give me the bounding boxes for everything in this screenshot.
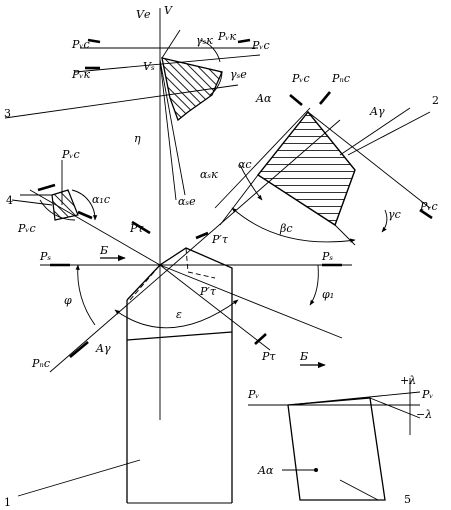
label-pvk-2: Pᵥк — [217, 30, 236, 43]
label-alpha-se: αₛе — [178, 195, 196, 208]
label-a-gamma-top: Aγ — [369, 105, 385, 118]
label-p-tau-prime-top: P′τ — [211, 233, 229, 246]
label-b-left: Б — [99, 244, 108, 257]
label-a-alpha-bottom: Aα — [257, 464, 274, 477]
epsilon-arc — [114, 299, 239, 329]
label-number-4: 4 — [6, 194, 13, 207]
label-number-1: 1 — [4, 496, 11, 509]
aux-cutting-edge-line — [159, 264, 343, 339]
section-2 — [214, 91, 433, 246]
label-pvc-1: Pᵥc — [71, 38, 90, 51]
label-a-alpha: Aα — [255, 92, 272, 105]
label-v: V — [164, 4, 173, 17]
phi-arc — [75, 264, 96, 326]
label-p-tau-left: Pτ — [129, 222, 144, 235]
label-number-3: 3 — [4, 107, 11, 120]
label-phi-1: φ₁ — [322, 288, 334, 301]
label-phi: φ — [64, 294, 72, 307]
label-gamma-sk: γₛк — [196, 34, 213, 47]
label-pvk-1: Pᵥк — [71, 68, 90, 81]
section-3 — [4, 29, 261, 122]
alpha-sk-line — [159, 59, 177, 201]
label-pnc-top: Pₙc — [331, 72, 350, 85]
label-beta-c: βc — [279, 222, 293, 235]
label-p-tau-bottom: Pτ — [261, 350, 276, 363]
leader-2 — [339, 107, 411, 156]
label-alpha-1c: α₁c — [92, 193, 110, 206]
leader-1 — [17, 459, 141, 497]
label-ve: Vе — [136, 8, 151, 21]
leader-4 — [11, 199, 53, 206]
label-vs: Vₛ — [143, 60, 155, 73]
label-ps-left: Pₛ — [39, 250, 51, 263]
label-plus-lambda: +λ — [400, 374, 416, 387]
section-4 — [20, 160, 98, 221]
label-epsilon: ε — [176, 308, 182, 321]
section-5 — [248, 378, 421, 501]
label-number-5: 5 — [404, 493, 411, 506]
plane-trace-markers — [37, 183, 342, 358]
label-a-gamma-bottom: Aγ — [95, 342, 111, 355]
label-alpha-sk: αₛк — [200, 168, 218, 181]
label-alpha-c: αc — [238, 158, 252, 171]
label-ps-right: Pₛ — [321, 250, 333, 263]
label-pvc-top: Pᵥc — [291, 72, 310, 85]
label-pv-right: Pᵥ — [421, 388, 434, 401]
label-minus-lambda: −λ — [416, 408, 432, 421]
label-gamma-se: γₛе — [230, 68, 247, 81]
pn-diagonal-line — [29, 189, 161, 266]
label-pv: Pᵥ — [247, 388, 260, 401]
label-pvc-2: Pᵥc — [251, 39, 270, 52]
phi1-arc — [309, 264, 319, 306]
label-pvc-left2: Pᵥc — [17, 222, 36, 235]
label-pnc-bottom: Pₙc — [31, 357, 50, 370]
label-pvc-left: Pᵥc — [61, 148, 80, 161]
label-pvc-right: Pᵥc — [419, 200, 438, 213]
eta-line — [159, 59, 186, 196]
label-eta: η — [134, 132, 141, 145]
label-b-right: Б — [299, 350, 308, 363]
label-gamma-c: γc — [388, 208, 401, 221]
label-number-2: 2 — [432, 94, 439, 107]
label-p-tau-prime-bot: P′τ — [199, 285, 217, 298]
tool-shank — [126, 247, 233, 504]
